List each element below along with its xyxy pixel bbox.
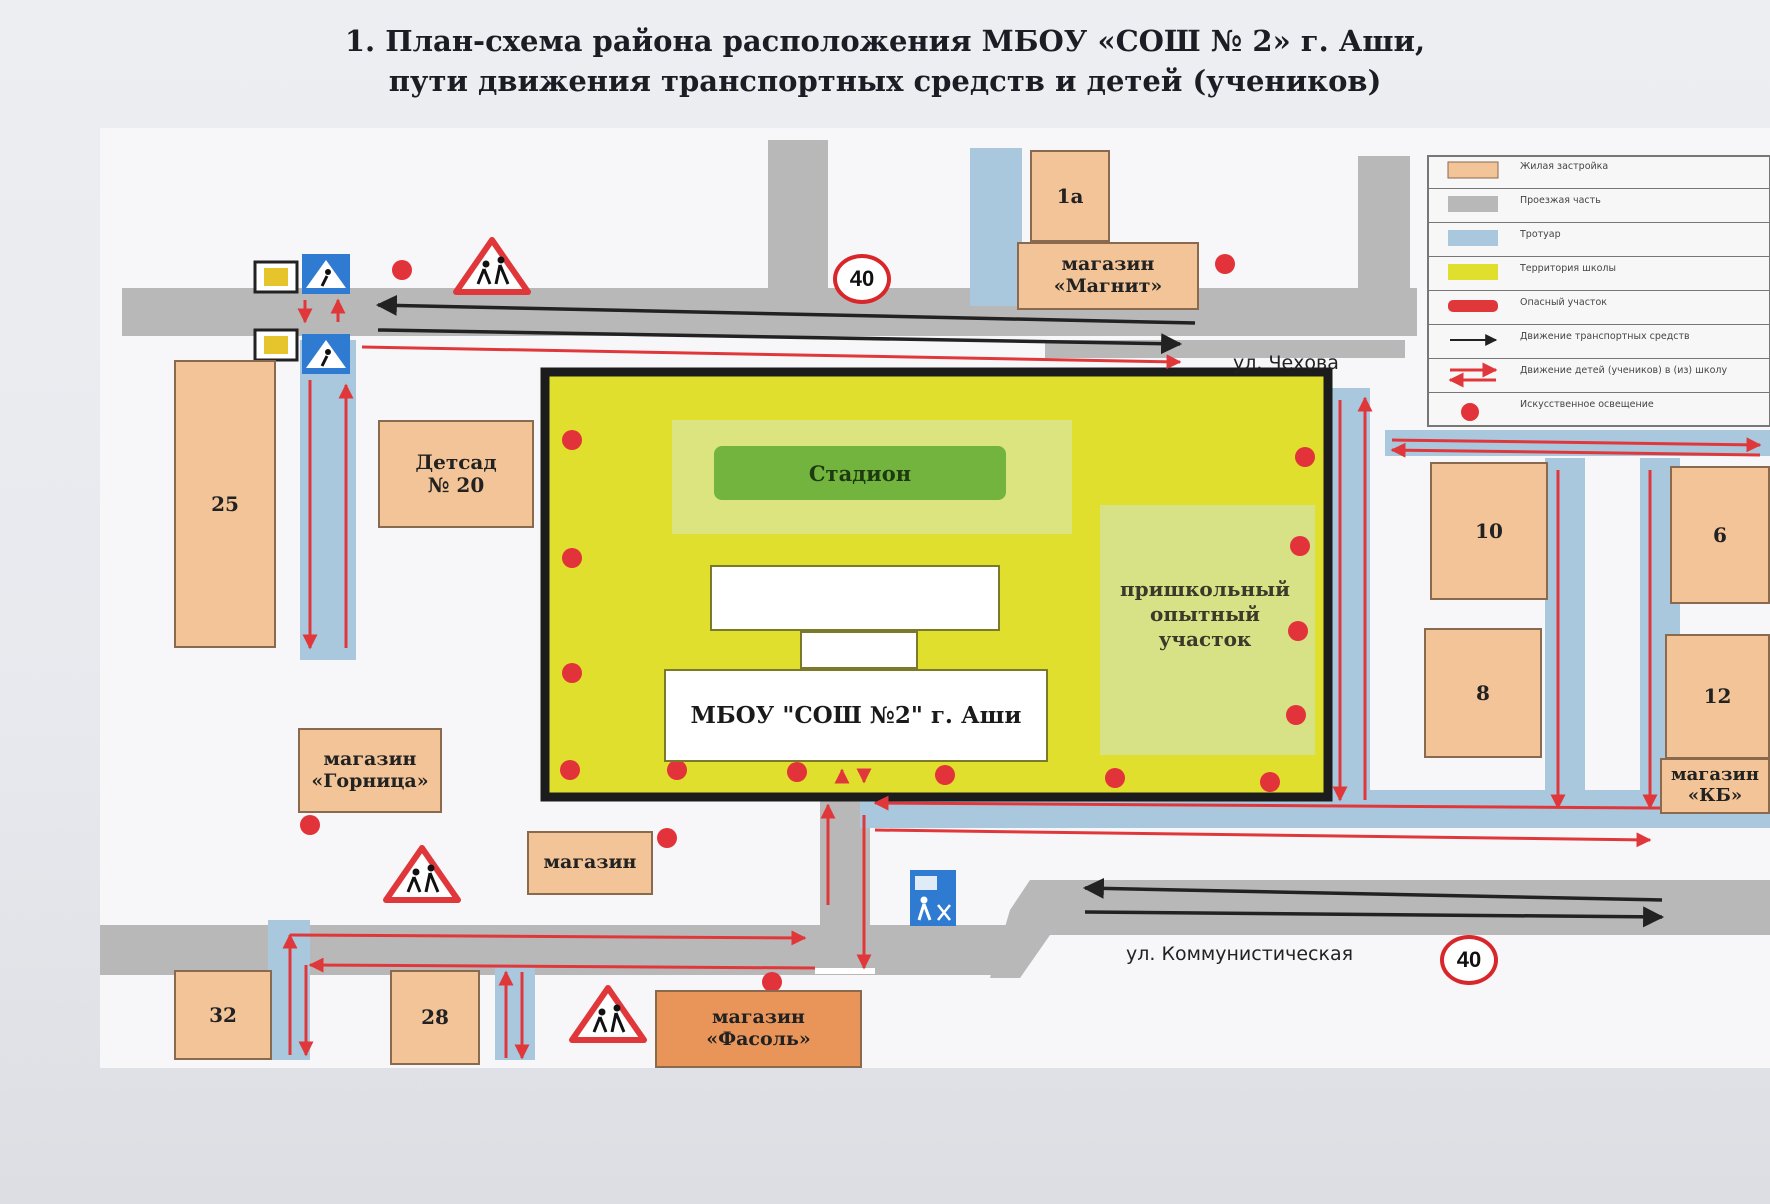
building-8: 8 — [1424, 628, 1542, 758]
experimental-plot-area — [1100, 505, 1315, 755]
building-12: 12 — [1665, 634, 1770, 759]
lamp — [1215, 254, 1235, 274]
children-warning-sign-icon — [569, 985, 647, 1043]
pedestrian-crossing-sign-icon — [302, 254, 350, 294]
legend-item-vehicle-movement: Движение транспортных средств — [1428, 326, 1770, 359]
shop-gornitsa: магазин «Горница» — [298, 728, 442, 813]
shop-fasol: магазин «Фасоль» — [655, 990, 862, 1068]
legend-swatches — [1447, 161, 1499, 421]
sidewalk-north — [970, 148, 1022, 306]
school-building-main: МБОУ "СОШ №2" г. Аши — [664, 669, 1048, 762]
lamp — [392, 260, 412, 280]
lamp — [1288, 621, 1308, 641]
experimental-plot-label: пришкольный опытный участок — [1120, 577, 1290, 651]
stadium: Стадион — [714, 446, 1006, 500]
shop-kb: магазин «КБ» — [1660, 758, 1770, 814]
kindergarten-20: Детсад № 20 — [378, 420, 534, 528]
lamp — [1260, 772, 1280, 792]
traffic-light-icon — [253, 260, 299, 294]
lamp — [562, 430, 582, 450]
legend-item-sidewalk: Тротуар — [1428, 224, 1770, 257]
map-title-line1: 1. План-схема района расположения МБОУ «… — [344, 24, 1426, 58]
building-1a: 1а — [1030, 150, 1110, 242]
legend-item-children-movement: Движение детей (учеников) в (из) школу — [1428, 360, 1770, 393]
school-building-connector — [800, 631, 918, 669]
sidewalk-east-2 — [1545, 458, 1585, 808]
legend-item-danger-zone: Опасный участок — [1428, 292, 1770, 325]
map-title-line2: пути движения транспортных средств и дет… — [388, 64, 1382, 98]
building-32: 32 — [174, 970, 272, 1060]
vehicle-traffic-arrows — [375, 294, 1665, 928]
shop: магазин — [527, 831, 653, 895]
lamp — [657, 828, 677, 848]
lamp — [1286, 705, 1306, 725]
building-28: 28 — [390, 970, 480, 1065]
children-warning-sign-icon — [383, 845, 461, 903]
sidewalk-south-2 — [495, 965, 535, 1060]
pedestrian-zone-sign-icon — [910, 870, 956, 926]
driveway-marking — [815, 968, 875, 974]
lamp — [762, 972, 782, 992]
legend-item-lighting: Искусственное освещение — [1520, 399, 1654, 410]
school-building-wing-top — [710, 565, 1000, 631]
lamp — [787, 762, 807, 782]
legend-item-roadway: Проезжая часть — [1428, 190, 1770, 223]
building-6: 6 — [1670, 466, 1770, 604]
lamp — [1105, 768, 1125, 788]
roads — [100, 140, 1770, 978]
lamp — [560, 760, 580, 780]
traffic-light-icon — [253, 328, 299, 362]
legend-item-school-territory: Территория школы — [1428, 258, 1770, 291]
shop-magnit: магазин «Магнит» — [1017, 242, 1199, 310]
lamp — [667, 760, 687, 780]
speed-limit-sign: 40 — [833, 254, 891, 304]
children-movement-arrows — [282, 298, 1762, 1060]
road-kommunisticheskaya-east — [990, 880, 1770, 978]
sidewalk-east — [1330, 388, 1370, 806]
street-label-chekhova: ул. Чехова — [1233, 352, 1339, 374]
lamp — [300, 815, 320, 835]
lamp — [935, 765, 955, 785]
building-10: 10 — [1430, 462, 1548, 600]
lamp — [562, 548, 582, 568]
speed-limit-sign: 40 — [1440, 935, 1498, 985]
pedestrian-crossing-sign-icon — [302, 334, 350, 374]
road-north-1 — [768, 140, 828, 300]
street-label-kommunisticheskaya: ул. Коммунистическая — [1126, 943, 1354, 965]
lamp — [562, 663, 582, 683]
children-warning-sign-icon — [453, 237, 531, 295]
street-lamps — [300, 254, 1315, 992]
lamp — [1290, 536, 1310, 556]
building-25: 25 — [174, 360, 276, 648]
legend-item-residential: Жилая застройка — [1428, 156, 1770, 189]
road-north-east — [1358, 156, 1410, 306]
lamp — [1295, 447, 1315, 467]
sidewalk-west — [300, 340, 356, 660]
